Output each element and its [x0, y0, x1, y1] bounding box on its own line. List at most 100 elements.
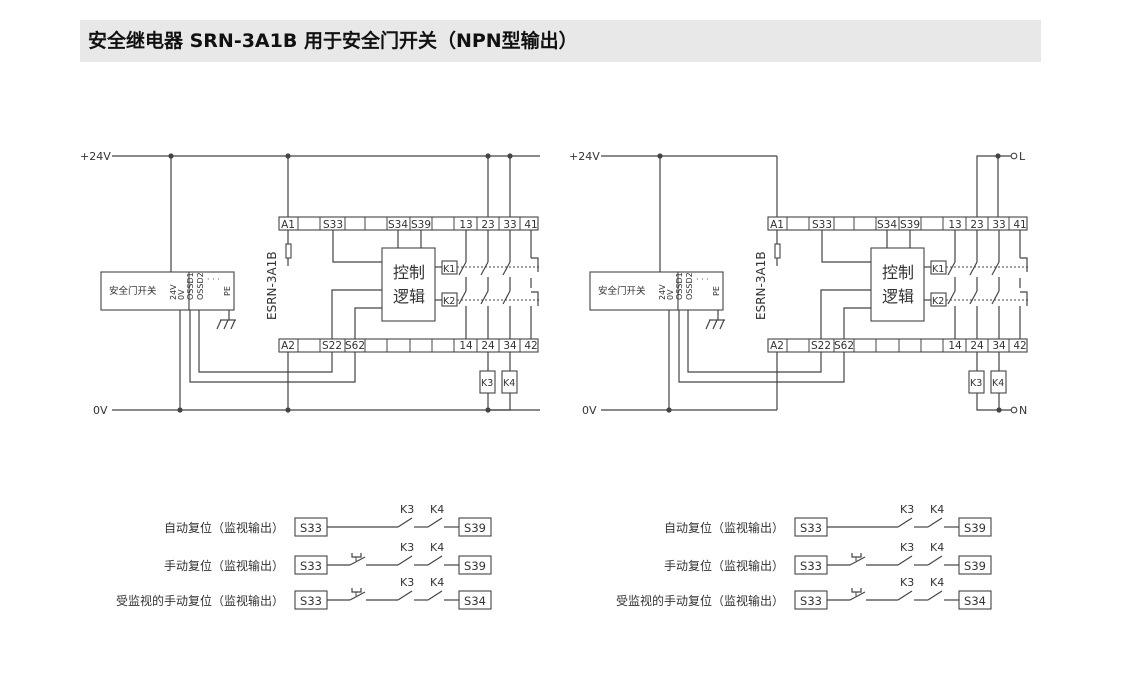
reset-row-label: 受监视的手动复位（监视输出）	[616, 593, 784, 608]
supply-0v-label: 0V	[93, 404, 108, 417]
supply-0v-label: 0V	[582, 404, 597, 417]
wire-s33	[821, 230, 871, 263]
terminal-top-13: 13	[459, 219, 472, 231]
terminal-bottom-24: 24	[970, 340, 984, 352]
ground-hatch	[712, 319, 718, 330]
fuse	[774, 243, 781, 259]
reset-k3-label: K3	[400, 503, 414, 516]
door-switch-terminal-PE: PE	[712, 286, 721, 296]
logic-label-line2: 逻辑	[882, 287, 914, 306]
door-switch-terminal-24V: 24V	[169, 284, 178, 300]
k4-coil-label: K4	[503, 378, 515, 389]
terminal-top-S34: S34	[388, 219, 408, 231]
contact-no-k1	[969, 261, 978, 276]
k3-contact	[397, 590, 413, 601]
junction-dot	[168, 153, 174, 159]
nc-contact-k2	[531, 291, 539, 306]
door-switch-terminal-box	[677, 271, 724, 311]
neutral-n-label: N	[1019, 404, 1027, 417]
terminal-top-23: 23	[481, 219, 494, 231]
reset-button-actuator	[851, 588, 862, 593]
k2-label: K2	[932, 296, 944, 307]
wire-s22	[331, 289, 382, 339]
door-switch-terminal-0V: 0V	[177, 289, 186, 300]
reset-k4-label: K4	[430, 576, 444, 589]
k4-contact	[927, 590, 943, 601]
door-switch-terminal-0V: 0V	[666, 289, 675, 300]
reset-start-label: S33	[300, 559, 322, 573]
ground-hatch	[223, 319, 229, 330]
k3-coil-label: K3	[481, 378, 493, 389]
k4-contact	[927, 555, 943, 566]
k1-label: K1	[443, 264, 455, 275]
title-bar: 安全继电器 SRN-3A1B 用于安全门开关（NPN型输出）	[80, 20, 1041, 62]
terminal-bottom-S62: S62	[345, 340, 365, 352]
reset-end-label: S34	[964, 594, 986, 608]
door-switch-terminal-OSSD2: OSSD2	[685, 272, 694, 300]
junction-dot	[285, 153, 291, 159]
ground-hatch	[230, 319, 236, 330]
k3-contact	[397, 517, 413, 528]
reset-end-label: S39	[964, 559, 986, 573]
relay-model-label: ESRN-3A1B	[754, 251, 768, 320]
terminal-bottom-14: 14	[459, 340, 473, 352]
terminal-bottom-34: 34	[992, 340, 1006, 352]
reset-button-actuator	[351, 553, 362, 558]
wire-ossd2	[198, 310, 333, 373]
terminal-top-33: 33	[503, 219, 516, 231]
door-switch-box	[100, 271, 190, 311]
terminal-bottom-S62: S62	[834, 340, 854, 352]
junction-dot	[995, 153, 1001, 159]
junction-dot	[285, 407, 291, 413]
relay-model-label: ESRN-3A1B	[265, 251, 279, 320]
reset-button-actuator	[351, 588, 362, 593]
logic-label-line2: 逻辑	[393, 287, 425, 306]
reset-row-label: 自动复位（监视输出）	[664, 520, 784, 535]
terminal-top-S33: S33	[323, 219, 343, 231]
terminal-top-S33: S33	[812, 219, 832, 231]
terminal-top-S39: S39	[411, 219, 431, 231]
door-switch-terminal-OSSD1: OSSD1	[186, 272, 195, 300]
terminal-top-S34: S34	[877, 219, 897, 231]
reset-k4-label: K4	[930, 503, 944, 516]
k1-label: K1	[932, 264, 944, 275]
k4-contact	[427, 517, 443, 528]
door-switch-label: 安全门开关	[109, 285, 157, 297]
reset-end-label: S39	[464, 559, 486, 573]
terminal-top-33: 33	[992, 219, 1005, 231]
contact-no-k2	[991, 290, 1000, 305]
terminal-bottom-S22: S22	[811, 340, 831, 352]
terminal-dot	[1010, 406, 1018, 414]
door-switch-terminal-24V: 24V	[658, 284, 667, 300]
k4-contact	[427, 590, 443, 601]
reset-start-label: S33	[800, 594, 822, 608]
k3-contact	[897, 517, 913, 528]
supply-24v-label: +24V	[80, 150, 111, 163]
reset-k4-label: K4	[930, 576, 944, 589]
terminal-bottom-S22: S22	[322, 340, 342, 352]
reset-k3-label: K3	[900, 503, 914, 516]
wire-s62	[843, 307, 871, 339]
door-switch-label: 安全门开关	[598, 285, 646, 297]
junction-dot	[657, 153, 663, 159]
contact-no-k2	[969, 290, 978, 305]
door-switch-terminal-OSSD2: OSSD2	[196, 272, 205, 300]
terminal-strip-top	[767, 216, 1028, 231]
k2-label: K2	[443, 296, 455, 307]
terminal-top-41: 41	[524, 219, 537, 231]
contact-no-k2	[480, 290, 489, 305]
wire-s22	[820, 289, 871, 339]
reset-row-label: 手动复位（监视输出）	[164, 558, 284, 573]
k3-contact	[397, 555, 413, 566]
terminal-strip-top	[278, 216, 539, 231]
logic-label-line1: 控制	[393, 263, 425, 282]
terminal-bottom-42: 42	[1013, 340, 1026, 352]
contact-no-k2	[947, 290, 956, 305]
terminal-top-23: 23	[970, 219, 983, 231]
logic-label-line1: 控制	[882, 263, 914, 282]
terminal-bottom-14: 14	[948, 340, 962, 352]
k4-coil-label: K4	[992, 378, 1004, 389]
supply-24v-label: +24V	[569, 150, 600, 163]
